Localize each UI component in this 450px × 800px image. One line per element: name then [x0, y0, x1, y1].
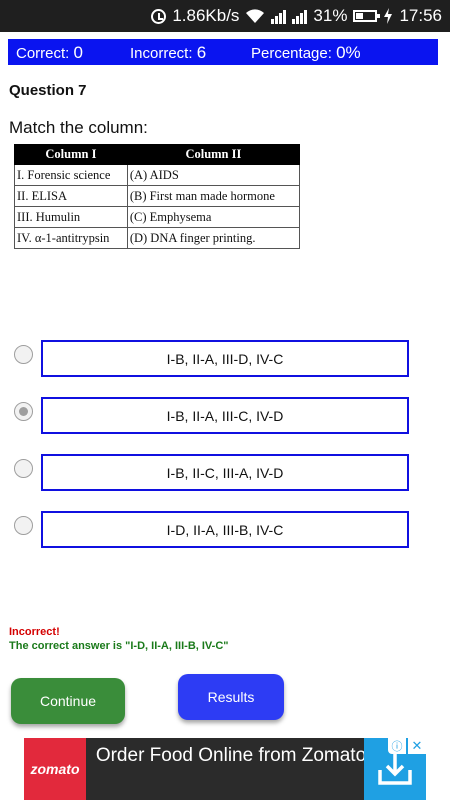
status-bar: 1.86Kb/s 31% 17:56	[0, 0, 450, 32]
battery-icon	[353, 10, 381, 22]
table-row: I. Forensic science (A) AIDS	[14, 164, 301, 186]
column-header: Column II	[126, 144, 301, 165]
alarm-icon	[151, 8, 167, 24]
option-radio-4[interactable]	[14, 516, 33, 535]
percentage-value: 0%	[336, 43, 361, 62]
signal-icon	[271, 8, 287, 24]
percentage-score: Percentage: 0%	[251, 43, 361, 63]
zomato-logo: zomato	[24, 738, 86, 800]
table-cell: (B) First man made hormone	[126, 185, 301, 207]
table-cell: IV. α-1-antitrypsin	[14, 227, 128, 249]
table-cell: (C) Emphysema	[126, 206, 301, 228]
table-cell: (D) DNA finger printing.	[126, 227, 301, 249]
option-radio-1[interactable]	[14, 345, 33, 364]
correct-answer-message: The correct answer is "I-D, II-A, III-B,…	[9, 640, 229, 652]
percentage-label: Percentage:	[251, 45, 332, 62]
table-header-row: Column I Column II	[14, 144, 301, 165]
ad-headline: Order Food Online from Zomato	[95, 745, 367, 766]
table-row: II. ELISA (B) First man made hormone	[14, 185, 301, 207]
option-1[interactable]: I-B, II-A, III-D, IV-C	[41, 340, 409, 377]
table-cell: III. Humulin	[14, 206, 128, 228]
correct-value: 0	[73, 43, 83, 62]
score-bar: Correct: 0 Incorrect: 6 Percentage: 0%	[8, 39, 438, 65]
option-3[interactable]: I-B, II-C, III-A, IV-D	[41, 454, 409, 491]
ad-choices-icon[interactable]: ⓘ	[388, 738, 406, 754]
signal-icon-2	[292, 8, 308, 24]
download-arrow-icon	[378, 754, 412, 785]
option-2[interactable]: I-B, II-A, III-C, IV-D	[41, 397, 409, 434]
clock: 17:56	[399, 6, 442, 25]
question-number: Question 7	[9, 82, 87, 99]
match-table: Column I Column II I. Forensic science (…	[14, 144, 301, 249]
network-speed: 1.86Kb/s	[172, 6, 240, 25]
incorrect-value: 6	[196, 43, 207, 62]
column-header: Column I	[14, 144, 128, 165]
correct-label: Correct:	[16, 45, 70, 62]
battery-fill	[356, 13, 363, 19]
close-icon[interactable]: ✕	[408, 738, 426, 754]
wifi-icon	[246, 9, 265, 23]
battery-percent: 31%	[313, 6, 348, 25]
ad-banner[interactable]: zomato Order Food Online from Zomato ⓘ ✕	[24, 738, 426, 800]
table-row: IV. α-1-antitrypsin (D) DNA finger print…	[14, 227, 301, 249]
continue-button[interactable]: Continue	[11, 678, 125, 724]
charging-icon	[384, 8, 393, 24]
option-4[interactable]: I-D, II-A, III-B, IV-C	[41, 511, 409, 548]
option-radio-2[interactable]	[14, 402, 33, 421]
correct-score: Correct: 0	[16, 43, 83, 63]
table-row: III. Humulin (C) Emphysema	[14, 206, 301, 228]
results-button[interactable]: Results	[178, 674, 284, 720]
incorrect-label: Incorrect:	[130, 45, 193, 62]
question-text: Match the column:	[9, 118, 148, 137]
incorrect-score: Incorrect: 6	[130, 43, 206, 63]
table-cell: I. Forensic science	[14, 164, 128, 186]
option-radio-3[interactable]	[14, 459, 33, 478]
result-message: Incorrect!	[9, 626, 60, 638]
table-cell: II. ELISA	[14, 185, 128, 207]
table-cell: (A) AIDS	[126, 164, 301, 186]
